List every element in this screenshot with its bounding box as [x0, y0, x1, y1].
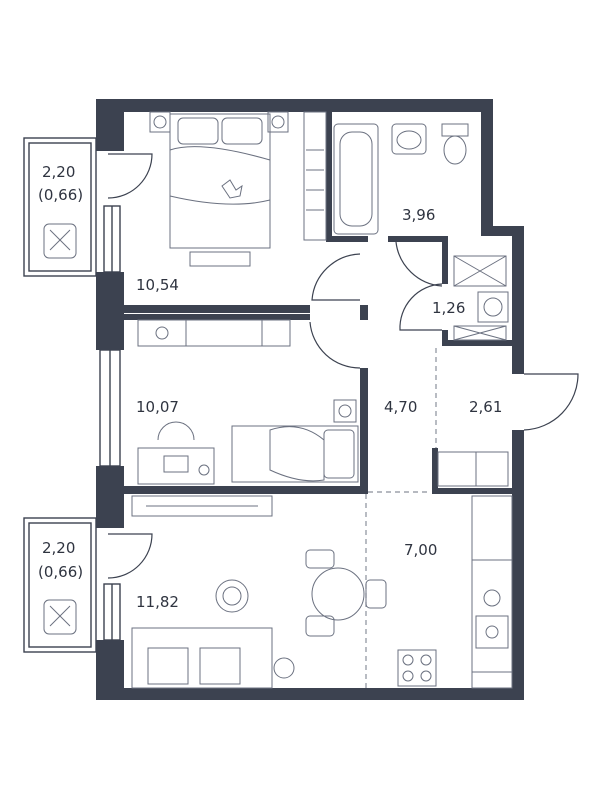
zone-lines: [365, 348, 437, 688]
toilet-icon: [441, 123, 469, 165]
wardrobe-second-bedroom: [137, 319, 291, 347]
outer-walls: [96, 99, 524, 700]
kitchen-counter: [471, 495, 513, 689]
wardrobe-closet-area: 1,26: [432, 299, 465, 317]
interior-walls: [124, 112, 512, 494]
fridge: [471, 671, 513, 689]
bathtub-icon: [333, 123, 379, 235]
balcony-chair-bottom: [43, 599, 77, 635]
balcony-top-area: 2,20: [42, 163, 75, 181]
balcony-bottom: [23, 517, 97, 653]
balcony-chair-top: [43, 223, 77, 259]
balcony-bottom-area-secondary: (0,66): [38, 563, 83, 581]
sofa-icon: [131, 627, 295, 689]
balcony-top-area-secondary: (0,66): [38, 186, 83, 204]
balcony-bottom-area: 2,20: [42, 539, 75, 557]
living-room-area: 11,82: [136, 593, 179, 611]
bed-icon: [169, 113, 271, 267]
desk-icon: [137, 421, 215, 485]
windows: [99, 205, 121, 641]
wardrobe-bedroom: [303, 111, 327, 241]
doors: [107, 153, 579, 579]
hallway-area: 4,70: [384, 398, 417, 416]
bed-second-bedroom: [231, 399, 359, 483]
sink-icon: [391, 123, 427, 155]
second-bedroom-area: 10,07: [136, 398, 179, 416]
robot-vacuum: [215, 579, 249, 613]
stove-icon: [397, 649, 437, 687]
entry-closet: [437, 451, 509, 487]
tv-stand: [131, 495, 273, 517]
washing-machine-icon: [453, 255, 509, 341]
dining-table-icon: [305, 549, 387, 637]
entry-area: 2,61: [469, 398, 502, 416]
balcony-top: [23, 137, 97, 277]
bathroom-area: 3,96: [402, 206, 435, 224]
kitchen-area: 7,00: [404, 541, 437, 559]
air-conditioner-icon: [149, 111, 289, 133]
bedroom-area: 10,54: [136, 276, 179, 294]
